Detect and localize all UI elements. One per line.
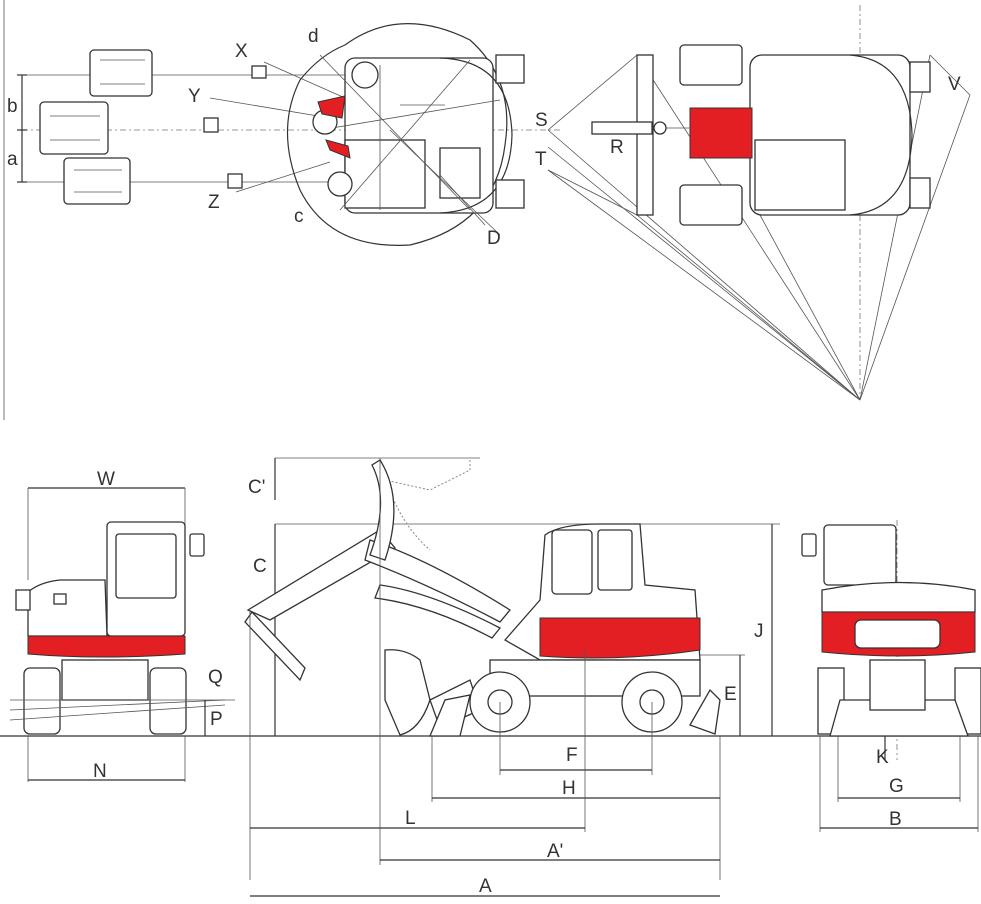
label-D: D (487, 228, 501, 249)
side-elevation: C' C J E F H L A' A (244, 457, 780, 897)
label-R: R (610, 137, 624, 158)
counterweight-red-rear (27, 635, 186, 658)
label-E: E (724, 684, 737, 705)
label-P: P (210, 709, 223, 730)
label-J: J (754, 621, 764, 642)
swing-bracket-red (317, 95, 346, 119)
label-Q: Q (208, 667, 223, 688)
plan-view-work-area: S T R V (535, 5, 971, 401)
label-A-prime: A' (547, 841, 563, 862)
label-b: b (7, 96, 18, 117)
label-G: G (889, 776, 904, 797)
label-L: L (405, 808, 416, 829)
label-a: a (7, 149, 18, 170)
label-S: S (535, 110, 548, 131)
label-W: W (97, 469, 115, 490)
front-view-right: K G B (801, 520, 981, 832)
bucket-offset-right (63, 157, 131, 205)
bucket-center (39, 101, 109, 155)
label-Z: Z (208, 192, 220, 213)
counterweight-red-side (539, 617, 701, 659)
plan-view-swing-offset: b a X Y Z d c D (7, 23, 560, 249)
swing-bracket-red-plan (689, 107, 753, 159)
label-d: d (308, 26, 319, 47)
label-A: A (479, 876, 492, 897)
label-B: B (889, 809, 902, 830)
label-F: F (566, 745, 578, 766)
label-T: T (535, 149, 547, 170)
label-C-prime: C' (248, 477, 265, 498)
label-C: C (253, 556, 267, 577)
label-X: X (235, 41, 248, 62)
label-K: K (876, 747, 889, 768)
label-N: N (93, 761, 107, 782)
label-H: H (562, 778, 576, 799)
label-Y: Y (188, 86, 201, 107)
label-c: c (294, 206, 304, 227)
bucket-offset-left (89, 49, 153, 97)
label-V: V (948, 74, 961, 95)
rear-view-left: W Q P N (9, 469, 235, 782)
